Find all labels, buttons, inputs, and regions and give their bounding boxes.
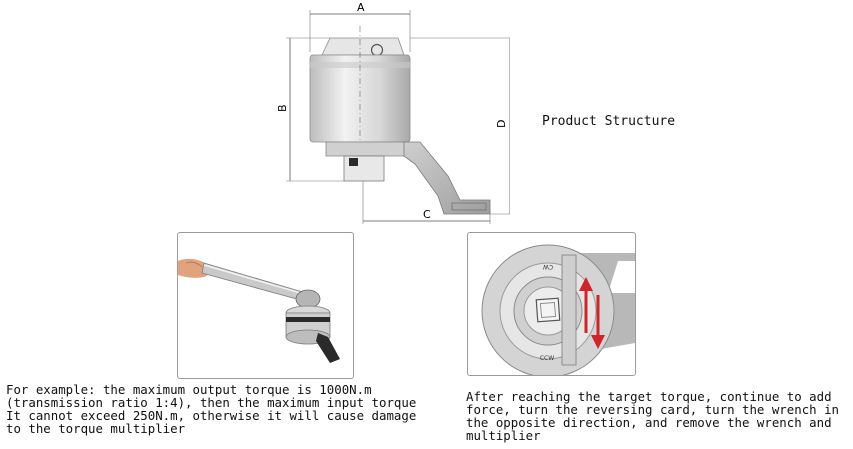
dim-c-label: C (423, 208, 431, 221)
product-structure-diagram: A B D C (276, 1, 510, 224)
wrench-illustration (178, 258, 340, 363)
text-line: the opposite direction, and remove the w… (466, 415, 832, 430)
ccw-label: CCW (540, 355, 554, 362)
dim-a-label: A (357, 1, 365, 14)
text-line: It cannot exceed 250N.m, otherwise it wi… (6, 408, 417, 423)
dim-b-label: B (276, 104, 289, 112)
reversing-instructions-text: After reaching the target torque, contin… (466, 390, 839, 442)
direction-arrows-icon (579, 277, 605, 349)
text-line: to the torque multiplier (6, 421, 186, 436)
product-structure-title: Product Structure (542, 114, 676, 129)
torque-example-text: For example: the maximum output torque i… (6, 383, 416, 435)
cw-label: CW (543, 263, 553, 270)
text-line: (transmission ratio 1:4), then the maxim… (6, 395, 417, 410)
text-line: After reaching the target torque, contin… (466, 389, 832, 404)
text-line: multiplier (466, 428, 541, 443)
text-line: force, turn the reversing card, turn the… (466, 402, 839, 417)
reversing-card-illustration: CW CCW (481, 244, 635, 375)
text-line: For example: the maximum output torque i… (6, 382, 372, 397)
dim-d-label: D (495, 120, 508, 128)
reversing-card-photo: CW CCW (467, 232, 636, 376)
wrench-usage-photo (177, 232, 354, 379)
